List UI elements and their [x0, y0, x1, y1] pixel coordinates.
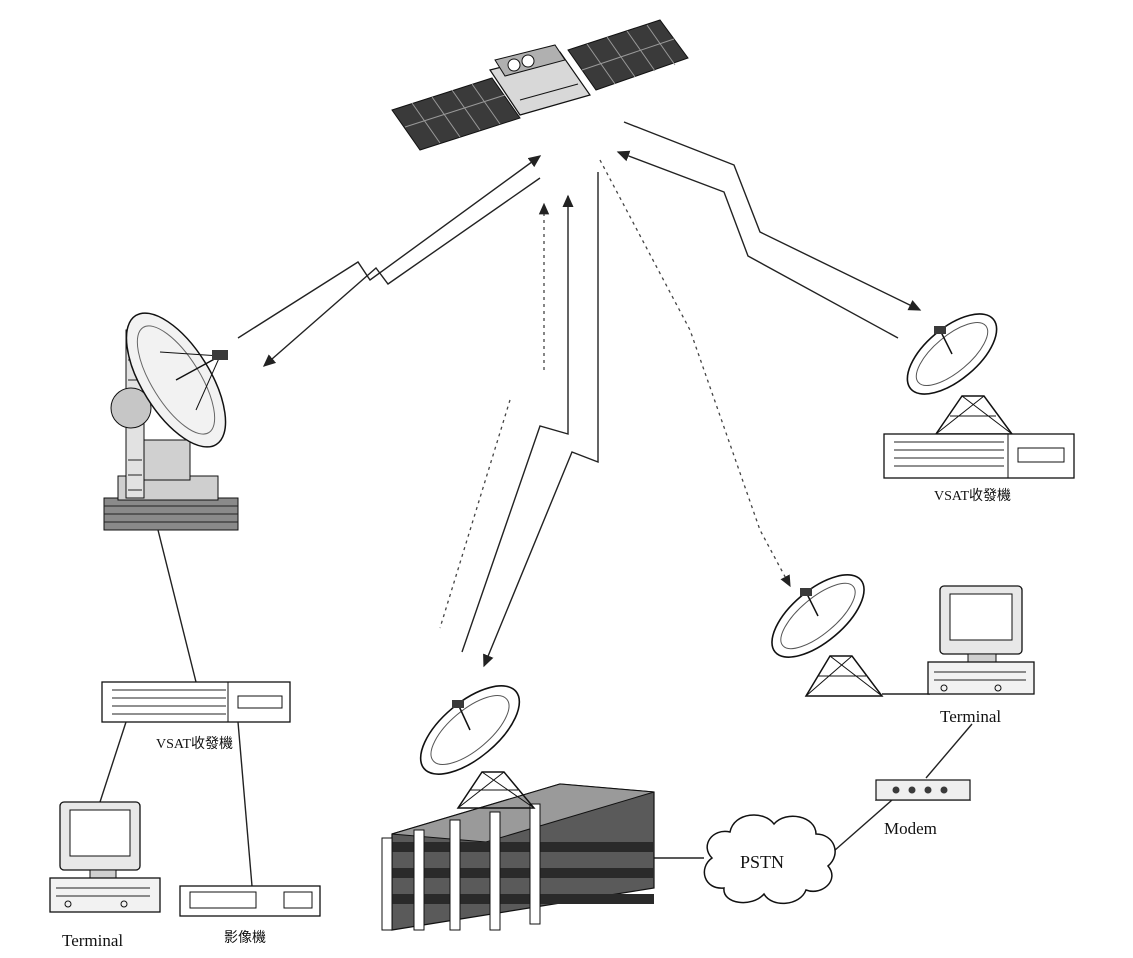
terminal-left-icon: [49, 801, 161, 913]
link-lower-right: [599, 159, 791, 588]
vsat-dish-lower-right-icon: [771, 574, 884, 697]
pstn-cloud-icon: [703, 814, 836, 904]
connector-left-printer: [237, 721, 253, 887]
terminal-right-label: Terminal: [940, 707, 1001, 726]
connector-terminal-modem: [925, 723, 973, 779]
terminal-left-label: Terminal: [62, 931, 123, 950]
connector-left-terminal: [99, 721, 127, 803]
image-device-left-label: 影像機: [224, 930, 266, 946]
satellite-icon: [391, 19, 689, 151]
connector-modem-pstn: [825, 799, 893, 859]
terminal-right-icon: [927, 585, 1035, 695]
vsat-transceiver-left: [101, 681, 291, 723]
link-hub: [439, 172, 599, 668]
connector-left-station: [157, 529, 197, 683]
pstn-label: PSTN: [740, 852, 784, 872]
vsat-dish-right-icon: [906, 313, 1014, 435]
modem-icon: [874, 779, 972, 801]
vsat-left-label: VSAT收發機: [156, 736, 233, 752]
modem-label: Modem: [884, 819, 937, 838]
vsat-transceiver-right: [883, 433, 1075, 479]
hub-station-icon: [381, 685, 655, 931]
vsat-right-label: VSAT收發機: [934, 488, 1011, 504]
image-device-left-icon: [179, 885, 321, 917]
link-left-station: [237, 155, 542, 367]
earth-station-left-icon: [103, 312, 239, 531]
link-right-vsat: [616, 121, 922, 339]
